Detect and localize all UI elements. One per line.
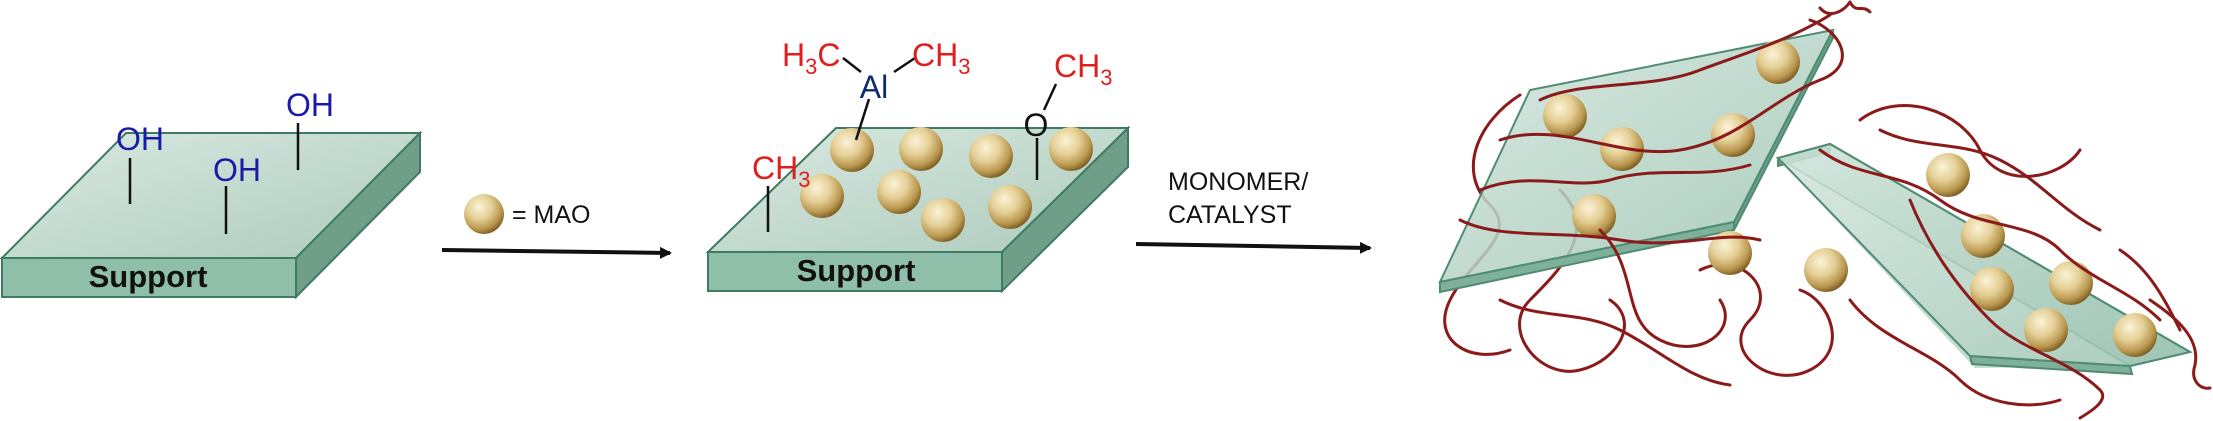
arrow-2-caption-line-1: MONOMER/ [1168,168,1308,196]
mao-bead [1961,214,2005,258]
mao-bead [830,128,874,172]
methyl-left-label: H3C [782,37,840,79]
reaction-arrow-2 [1135,241,1372,254]
surface-methyl-label: CH3 [752,150,810,192]
mao-bead [1543,94,1587,138]
mao-bead [877,170,921,214]
hydroxyl-label-3: OH [286,87,334,123]
mao-bead [2113,313,2157,357]
oxygen-label: O [1024,107,1049,143]
support-slab-1: Support [0,130,423,300]
mao-bead [969,134,1013,178]
slab-2-side-face [1001,125,1129,294]
methyl-right-label: CH3 [912,37,970,79]
panel-1-bare-support: Support OH OH OH [0,87,423,300]
methoxy-methyl-label: CH3 [1054,48,1112,90]
hydroxyl-label-1: OH [116,121,164,157]
mao-bead [1804,248,1848,292]
mao-legend: = MAO [464,194,591,234]
dimethylaluminum-group: Al H3C CH3 [782,37,970,141]
mao-bead [2024,308,2068,352]
mao-bead [800,174,844,218]
mao-sphere-icon [464,194,504,234]
support-label-2: Support [797,253,916,288]
mao-bead [1708,231,1752,275]
methoxy-group: O CH3 [1024,48,1112,180]
panel-2-mao-support: Support Al H3C CH3 O CH3 [705,37,1131,294]
panel-3-polymer-composite [1438,0,2212,420]
mao-legend-label: = MAO [512,201,591,229]
reaction-arrow-1 [441,246,672,259]
surface-methyl-group: CH3 [752,150,810,232]
mao-bead [1711,113,1755,157]
slab-1-side-face [295,130,421,300]
hydroxyl-group-1: OH [116,121,164,204]
mao-bead [2049,261,2093,305]
hydroxyl-label-2: OH [213,152,261,188]
support-label-1: Support [89,259,208,294]
hydroxyl-group-2: OH [213,152,261,234]
mao-bead [921,198,965,242]
mao-bead [1926,153,1970,197]
hydroxyl-group-3: OH [286,87,334,170]
polymer-chains-front [1458,0,2212,420]
composite-mao-beads [1543,40,2157,357]
mao-bead [1049,127,1093,171]
arrow-2-caption-line-2: CATALYST [1168,201,1292,229]
mao-bead [1756,40,1800,84]
aluminum-label: Al [860,69,888,105]
reaction-arrow-2-group: MONOMER/ CATALYST [1135,168,1372,254]
mao-bead [899,127,943,171]
surface-mao-beads [800,127,1093,242]
mao-bead [1572,194,1616,238]
mao-bead [988,185,1032,229]
mao-bead [1970,267,2014,311]
